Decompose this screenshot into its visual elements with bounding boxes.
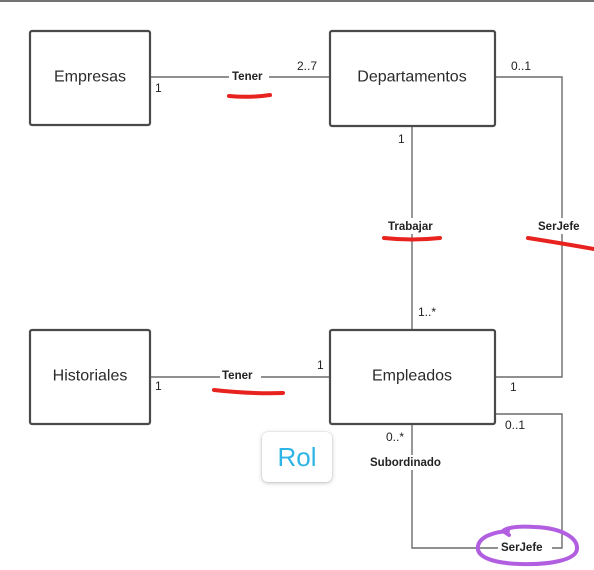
mult-emp-1-many: 1..* bbox=[418, 305, 436, 319]
rel-serjefe-dept: SerJefe bbox=[538, 221, 580, 233]
mult-dept-0-1: 0..1 bbox=[511, 59, 531, 73]
mult-emp-1-left: 1 bbox=[317, 358, 324, 372]
rel-bg-subordinado bbox=[368, 455, 456, 470]
entity-departamentos[interactable]: Departamentos bbox=[328, 29, 497, 128]
entity-departamentos-label: Departamentos bbox=[357, 69, 466, 86]
mult-empresas: 1 bbox=[155, 81, 162, 95]
red-underline-tener-1 bbox=[227, 93, 272, 99]
entity-empresas-label: Empresas bbox=[54, 69, 126, 86]
connector-serjefe-self bbox=[411, 413, 563, 549]
rel-serjefe-self: SerJefe bbox=[501, 542, 543, 554]
mult-historiales: 1 bbox=[155, 379, 162, 393]
rol-tag: Rol bbox=[262, 432, 332, 482]
rel-bg-tener-2 bbox=[220, 368, 261, 383]
rel-tener-historiales: Tener bbox=[222, 370, 253, 382]
rel-trabajar: Trabajar bbox=[388, 221, 433, 233]
mult-emp-0-1: 0..1 bbox=[505, 418, 525, 432]
rel-bg-tener-1 bbox=[229, 69, 269, 84]
red-underline-tener-2 bbox=[212, 388, 285, 396]
mult-dept-1: 1 bbox=[398, 132, 405, 146]
rel-bg-serjefe-dept bbox=[536, 218, 590, 234]
rel-bg-serjefe-self bbox=[498, 540, 552, 555]
rel-tener-empresas: Tener bbox=[232, 71, 263, 83]
red-underline-trabajar bbox=[382, 236, 442, 242]
entity-historiales-label: Historiales bbox=[53, 368, 128, 385]
entity-empresas[interactable]: Empresas bbox=[28, 29, 152, 127]
rel-subordinado: Subordinado bbox=[370, 457, 441, 469]
entity-empleados[interactable]: Empleados bbox=[328, 328, 497, 426]
purple-circle-serjefe bbox=[475, 524, 579, 567]
red-underline-serjefe bbox=[526, 236, 594, 251]
entity-empleados-label: Empleados bbox=[372, 368, 452, 385]
rel-bg-trabajar bbox=[385, 218, 441, 234]
entity-historiales[interactable]: Historiales bbox=[28, 328, 152, 426]
mult-dept-2-7: 2..7 bbox=[297, 59, 317, 73]
mult-emp-1-right: 1 bbox=[510, 380, 517, 394]
mult-emp-0-many: 0..* bbox=[386, 430, 404, 444]
